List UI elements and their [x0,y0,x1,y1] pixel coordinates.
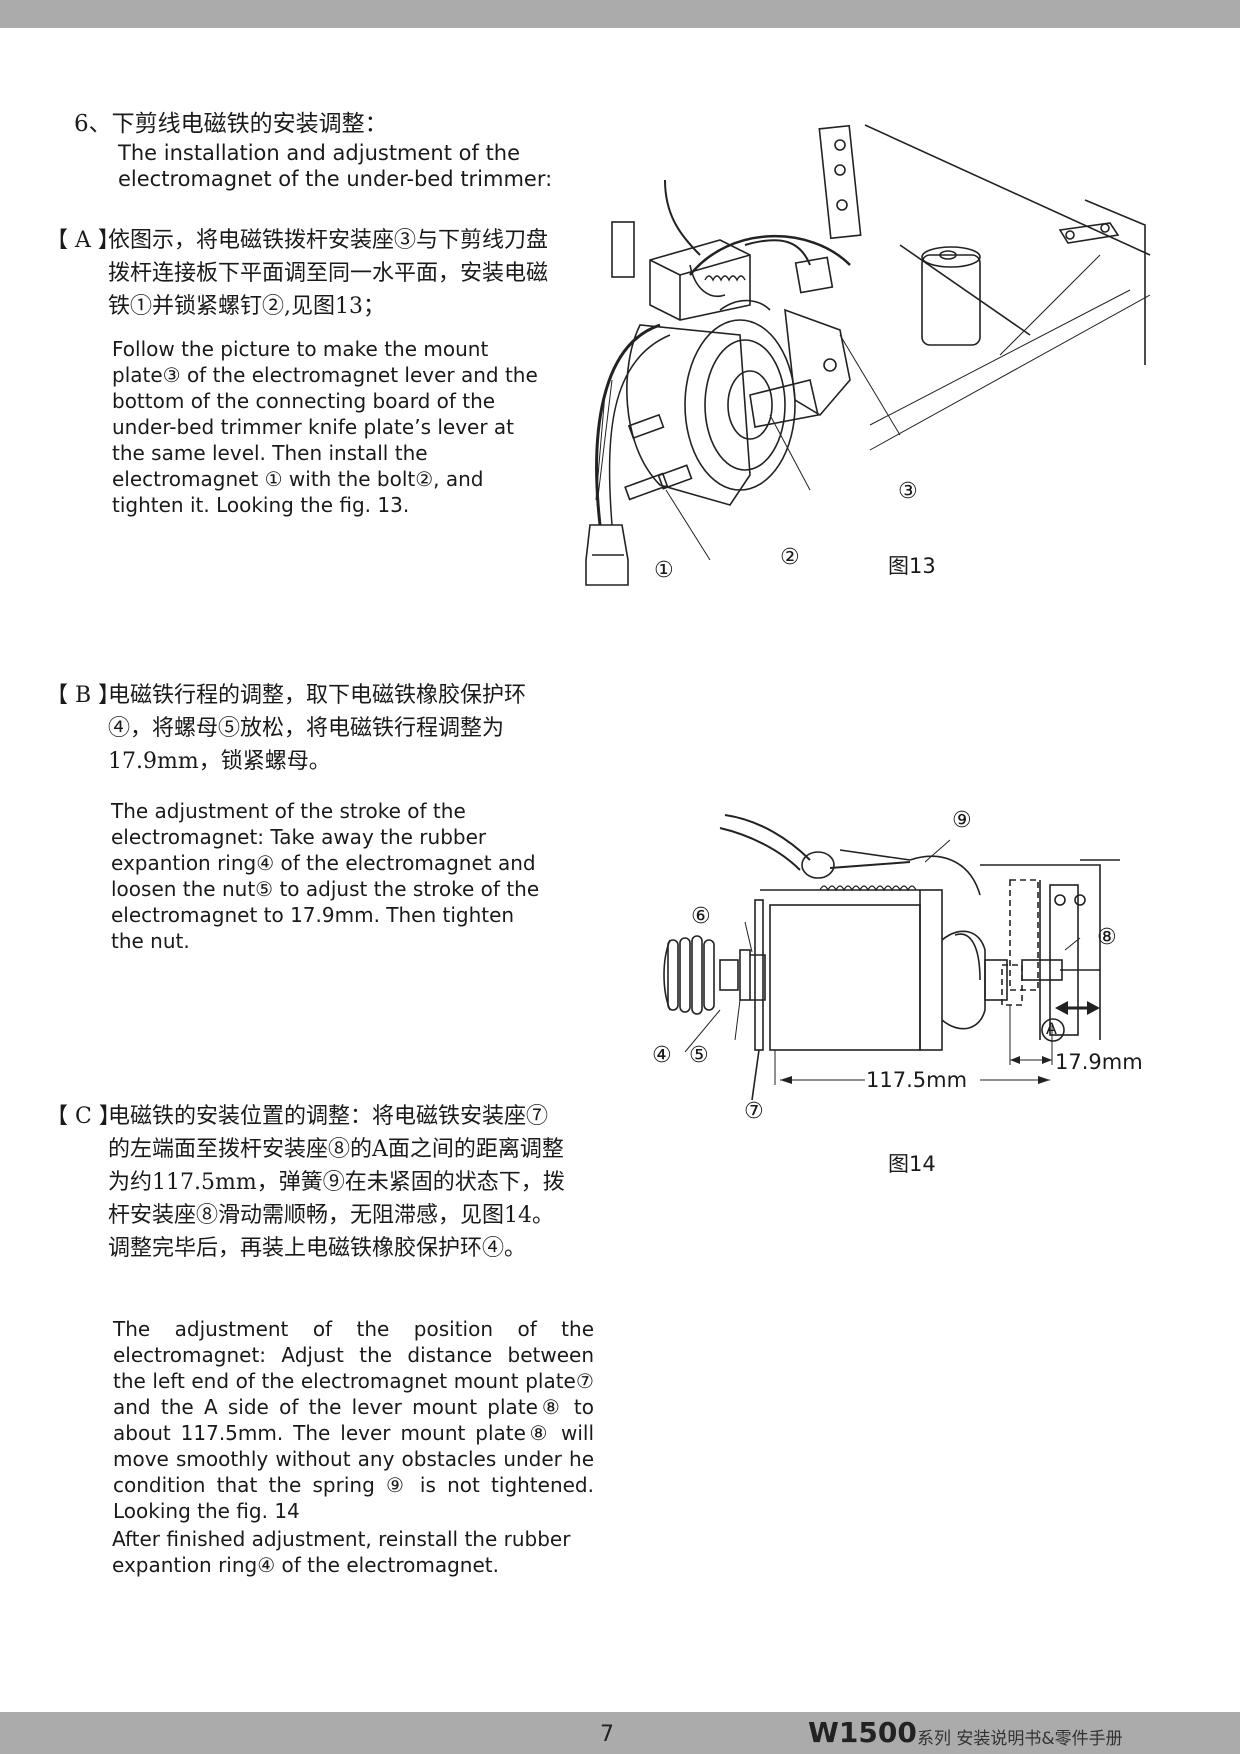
fig13-callout-3: ③ [898,479,918,504]
section-a-cn: 【 A 】 依图示，将电磁铁拨杆安装座③与下剪线刀盘拨杆连接板下平面调至同一水平… [46,224,566,323]
fig14-dimension-17-9: 17.9mm [1055,1050,1143,1074]
fig13-callout-2: ② [780,545,800,570]
section-a-cn-text: 依图示，将电磁铁拨杆安装座③与下剪线刀盘拨杆连接板下平面调至同一水平面，安装电磁… [108,228,549,319]
section-b-tag: 【 B 】 [46,683,121,708]
section-c-cn-text: 电磁铁的安装位置的调整：将电磁铁安装座⑦的左端面至拨杆安装座⑧的A面之间的距离调… [108,1104,565,1261]
fig14-callout-9: ⑨ [952,808,972,833]
fig14-callout-8: ⑧ [1097,925,1117,950]
bottom-bar [0,1712,1240,1754]
section-c-en-1: The adjustment of the position of the el… [113,1317,594,1523]
footer-brand: W1500 [808,1716,917,1749]
fig14-callout-6: ⑥ [691,904,711,929]
page-number: 7 [600,1722,614,1747]
section-c-en-2: After finished adjustment, reinstall the… [112,1527,571,1577]
fig14-callout-7: ⑦ [744,1099,764,1124]
fig14-callout-4: ④ [652,1043,672,1068]
section-c-tag: 【 C 】 [46,1104,121,1129]
fig14-dimension-117: 117.5mm [866,1068,968,1092]
fig14-callout-5: ⑤ [689,1043,709,1068]
figure-14-diagram [663,814,1120,1101]
section-b-en: The adjustment of the stroke of the elec… [111,799,540,953]
section-a-tag: 【 A 】 [46,228,120,253]
fig14-callout-a: A [1046,1019,1057,1038]
fig13-caption: 图13 [888,554,936,578]
section-b-cn-text: 电磁铁行程的调整，取下电磁铁橡胶保护环④，将螺母⑤放松，将电磁铁行程调整为17.… [108,683,527,774]
top-bar [0,0,1240,28]
section-heading-en: The installation and adjustment of the e… [118,141,553,191]
fig13-callout-1: ① [654,558,674,583]
figure-13-diagram [585,124,1151,586]
section-a-en: Follow the picture to make the mount pla… [112,337,538,517]
section-b-cn: 【 B 】 电磁铁行程的调整，取下电磁铁橡胶保护环④，将螺母⑤放松，将电磁铁行程… [46,679,566,778]
section-heading-cn: 6、下剪线电磁铁的安装调整： [74,111,388,137]
section-c-cn: 【 C 】 电磁铁的安装位置的调整：将电磁铁安装座⑦的左端面至拨杆安装座⑧的A面… [46,1100,566,1265]
footer-subtitle: 系列 安装说明书&零件手册 [917,1729,1123,1749]
fig14-caption: 图14 [888,1152,936,1176]
